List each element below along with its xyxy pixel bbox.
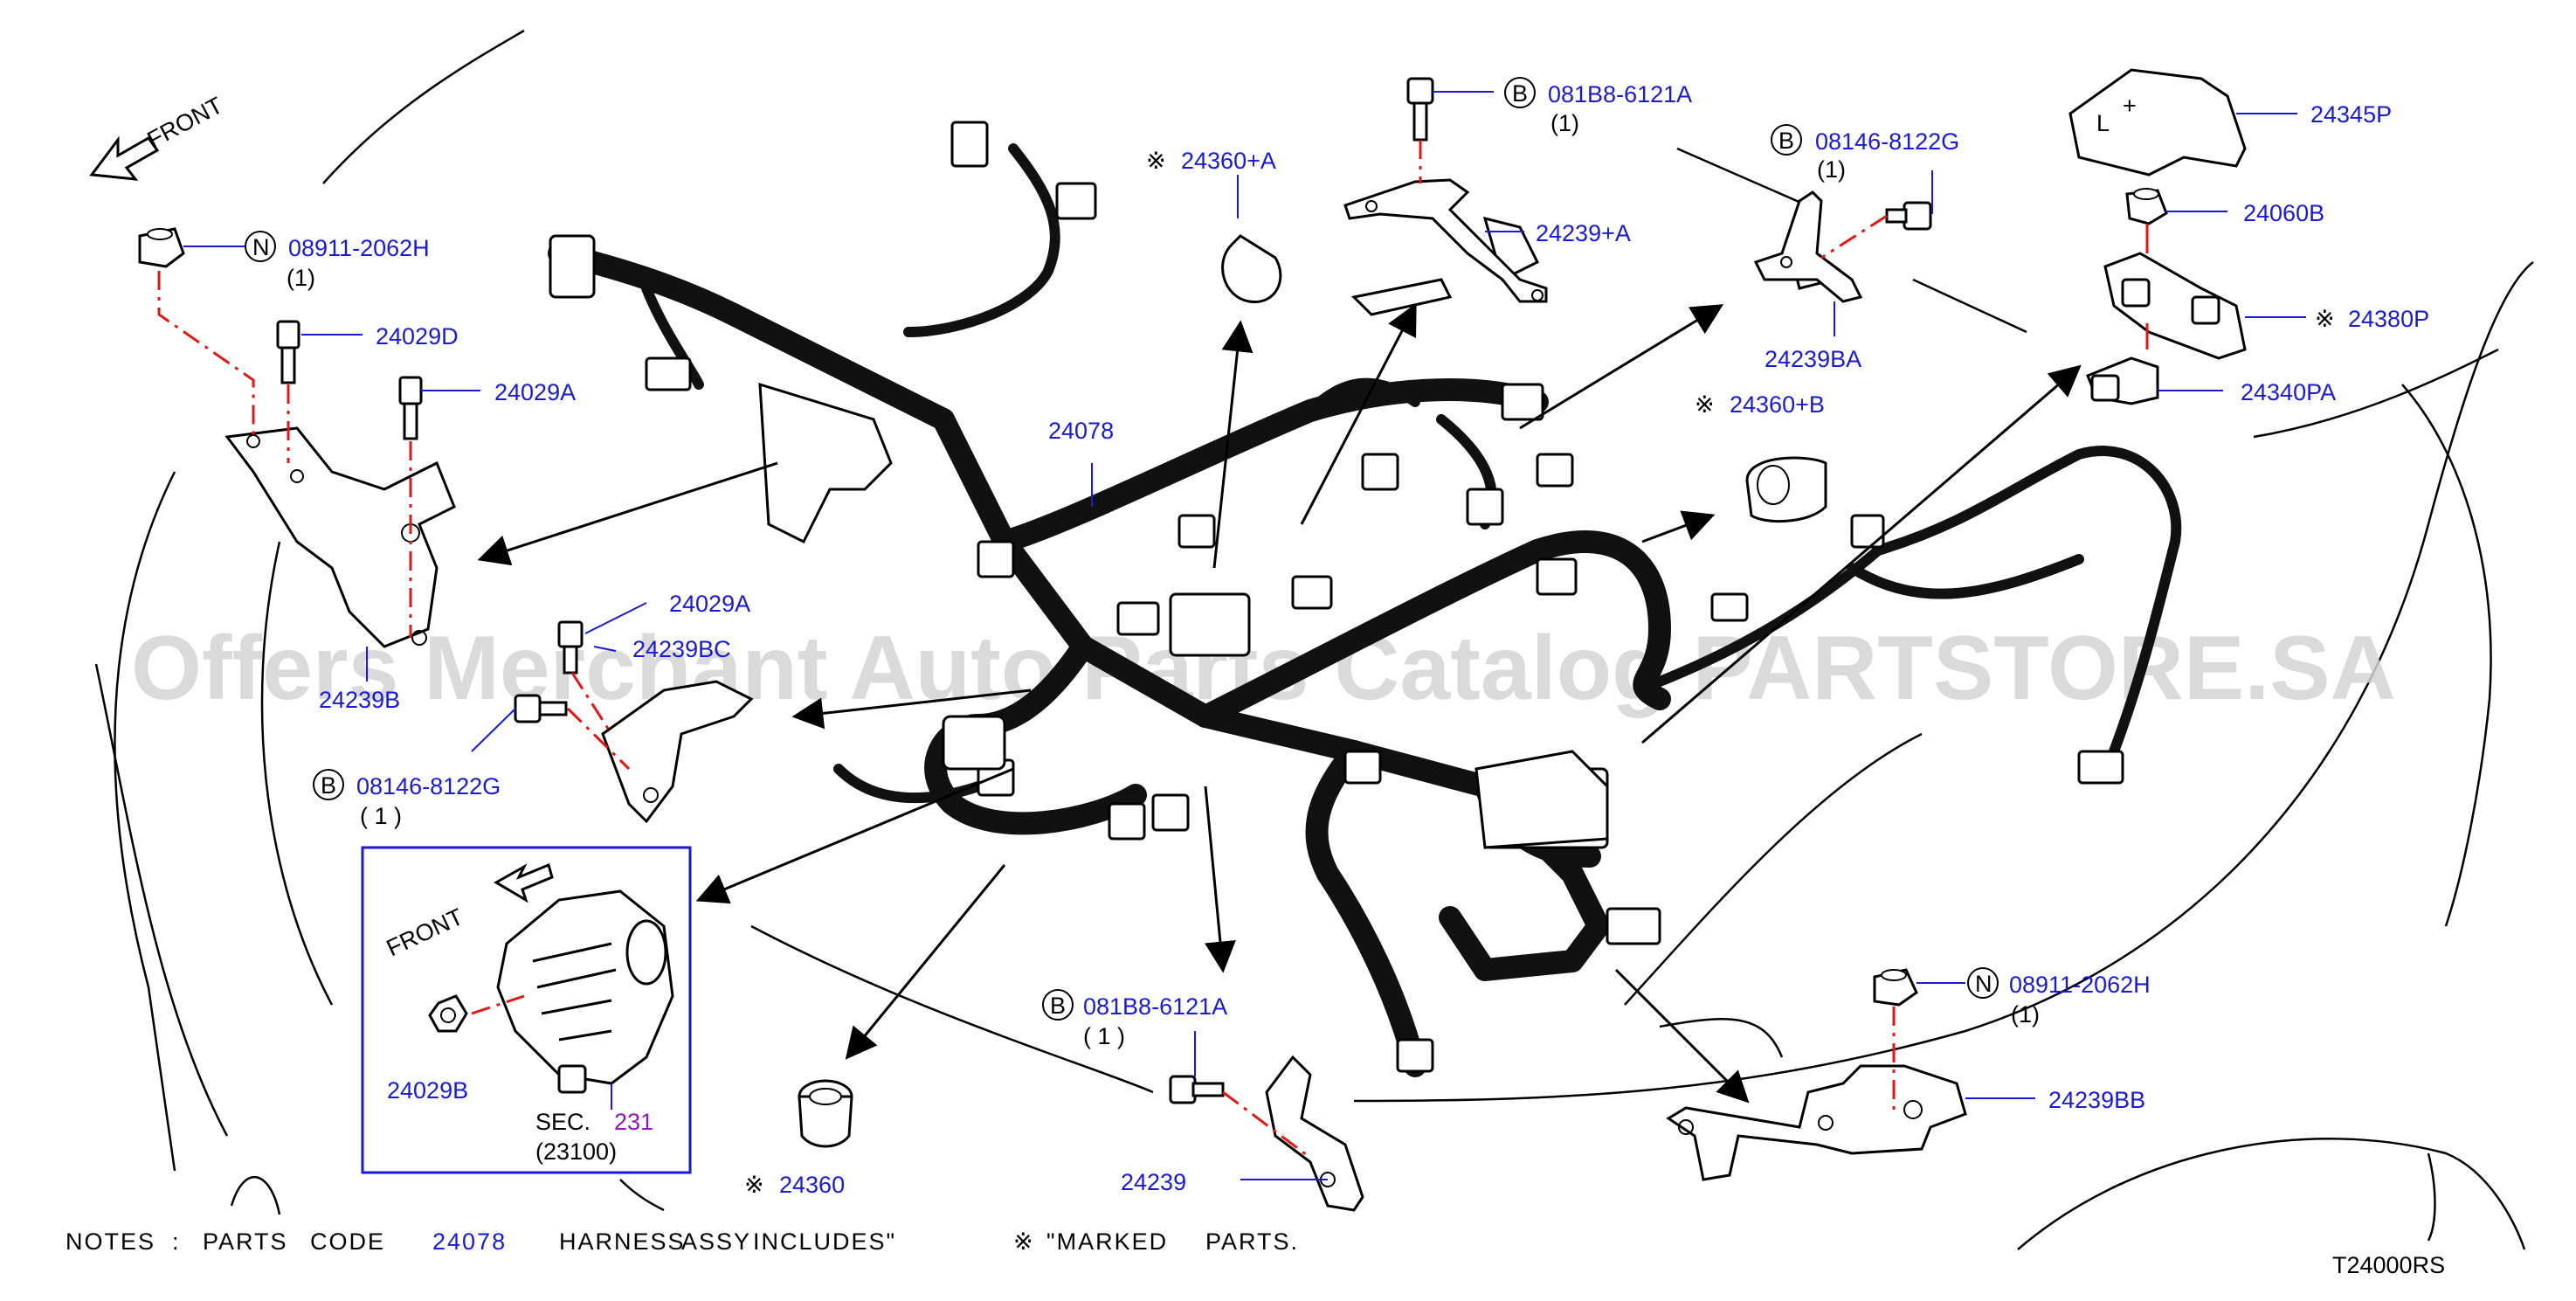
callout-08146-8122G-right-qty: (1) [1817,156,1846,183]
callout-24239: 24239 [1121,1169,1186,1195]
n-symbol-top: N [252,234,270,260]
callout-24239BA: 24239BA [1765,346,1861,372]
callout-08911-2062H-top: 08911-2062H [288,235,430,261]
leader-lines [183,91,2306,1180]
front-arrow-main: FRONT [89,92,227,181]
callout-081B8-6121A-bottom: 081B8-6121A [1083,993,1227,1020]
callout-24380P: 24380P [2348,306,2429,332]
callout-24345P: 24345P [2310,101,2392,128]
callout-24029A-mid: 24029A [669,591,750,617]
b-symbol-left: B [321,772,336,799]
callout-24360B: 24360+B [1730,391,1825,418]
b-symbol-bottom: B [1050,993,1066,1019]
bolt-081B8-6121A-top [1406,77,1434,142]
vehicle-body-outline [94,29,2534,1250]
b-symbol-right: B [1778,128,1794,154]
notes-word-code: CODE [310,1228,385,1255]
callout-24239BB: 24239BB [2048,1087,2145,1113]
wire-harness-24078 [548,143,2182,1077]
bracket-24239BA [1753,190,1863,303]
alternator-inset: FRONT [361,846,692,1174]
harness-connectors [549,121,2124,1073]
callout-labels: 08911-2062H (1) 24029D 24029A 24239B 240… [287,81,2429,1198]
bracket-24239-A [1343,178,1548,303]
callout-08911-2062H-right: 08911-2062H [2009,972,2151,998]
callout-08146-8122G-left: 08146-8122G [356,773,501,799]
callout-08911-2062H-top-qty: (1) [287,265,315,291]
notes-word-notes: NOTES [66,1228,155,1255]
bolt-08146-8122G-left [514,694,568,723]
cover-24345P: L + [2068,68,2247,176]
svg-text:+: + [2123,93,2137,119]
notes-word-assy: ASSY [681,1228,751,1255]
grommet-24360-A [1221,234,1282,303]
svg-text:L: L [2096,110,2110,136]
sec-label: SEC. [535,1109,590,1135]
callout-24360: 24360 [779,1172,845,1198]
grommet-24360-B [1745,456,1827,523]
callout-24078: 24078 [1048,418,1114,444]
callout-24239B: 24239B [319,687,400,713]
nut-24060B [2125,188,2168,225]
bracket-24239BB [1666,1064,1967,1181]
terminal-24340PA [2086,356,2159,405]
notes-word-includes: INCLUDES" [753,1228,896,1255]
bolt-24029A-top [398,376,423,440]
callout-24239A: 24239+A [1536,220,1631,246]
notes-word-parts: PARTS [203,1228,288,1255]
bolt-08146-8122G-right [1885,201,1932,231]
bolt-24029A-mid [557,620,584,675]
bracket-24239B [224,426,456,648]
diagram-code: T24000RS [2332,1252,2445,1278]
notes-code: 24078 [432,1228,507,1255]
kome-24360B: ※ [1695,391,1715,418]
kome-24360A: ※ [1146,148,1166,174]
fuse-block-24380P [2103,252,2247,360]
watermark: Offers Merchant Auto Parts Catalog PARTS… [131,618,2396,719]
callout-24029B: 24029B [387,1077,468,1104]
notes-footer: NOTES : PARTS CODE 24078 HARNESS ASSY IN… [66,1228,2445,1278]
bracket-24239 [1265,1055,1364,1212]
notes-word-parts-end: PARTS. [1205,1228,1299,1255]
callout-24340PA: 24340PA [2241,379,2336,405]
callout-081B8-6121A-top-qty: (1) [1550,110,1579,136]
b-symbol-top: B [1512,80,1528,107]
callout-24239BC: 24239BC [632,636,731,662]
notes-kome: ※ [1013,1228,1035,1255]
kome-24380P: ※ [2315,306,2335,332]
kome-24360: ※ [744,1172,764,1198]
callout-24060B: 24060B [2243,200,2324,226]
callout-08911-2062H-right-qty: (1) [2011,1001,2040,1028]
bolt-081B8-6121A-bottom [1169,1075,1225,1104]
sec-number: 231 [614,1109,653,1135]
notes-word-marked: "MARKED [1046,1228,1168,1255]
exploded-arrows [477,302,2082,1104]
notes-colon: : [172,1228,181,1255]
sec-sub: (23100) [535,1138,617,1165]
callout-08146-8122G-left-qty: ( 1 ) [360,803,402,829]
callout-24360A: 24360+A [1181,148,1276,174]
grommet-24360 [798,1079,853,1148]
notes-word-harness: HARNESS [559,1228,686,1255]
callout-24029D: 24029D [376,323,459,349]
front-label-main: FRONT [143,92,227,153]
n-symbol-right: N [1975,971,1992,997]
nut-08911-2062H-right [1873,968,1918,1007]
callout-081B8-6121A-bottom-qty: ( 1 ) [1083,1023,1125,1049]
symbol-markers: N B B B B N [245,77,1999,1021]
bolt-24029D [276,320,300,384]
callout-08146-8122G-right: 08146-8122G [1815,128,1959,155]
nut-08911-2062H-top [138,227,185,268]
callout-081B8-6121A-top: 081B8-6121A [1548,81,1692,107]
bracket-24239BC [601,680,754,824]
callout-24029A-top: 24029A [494,379,576,405]
